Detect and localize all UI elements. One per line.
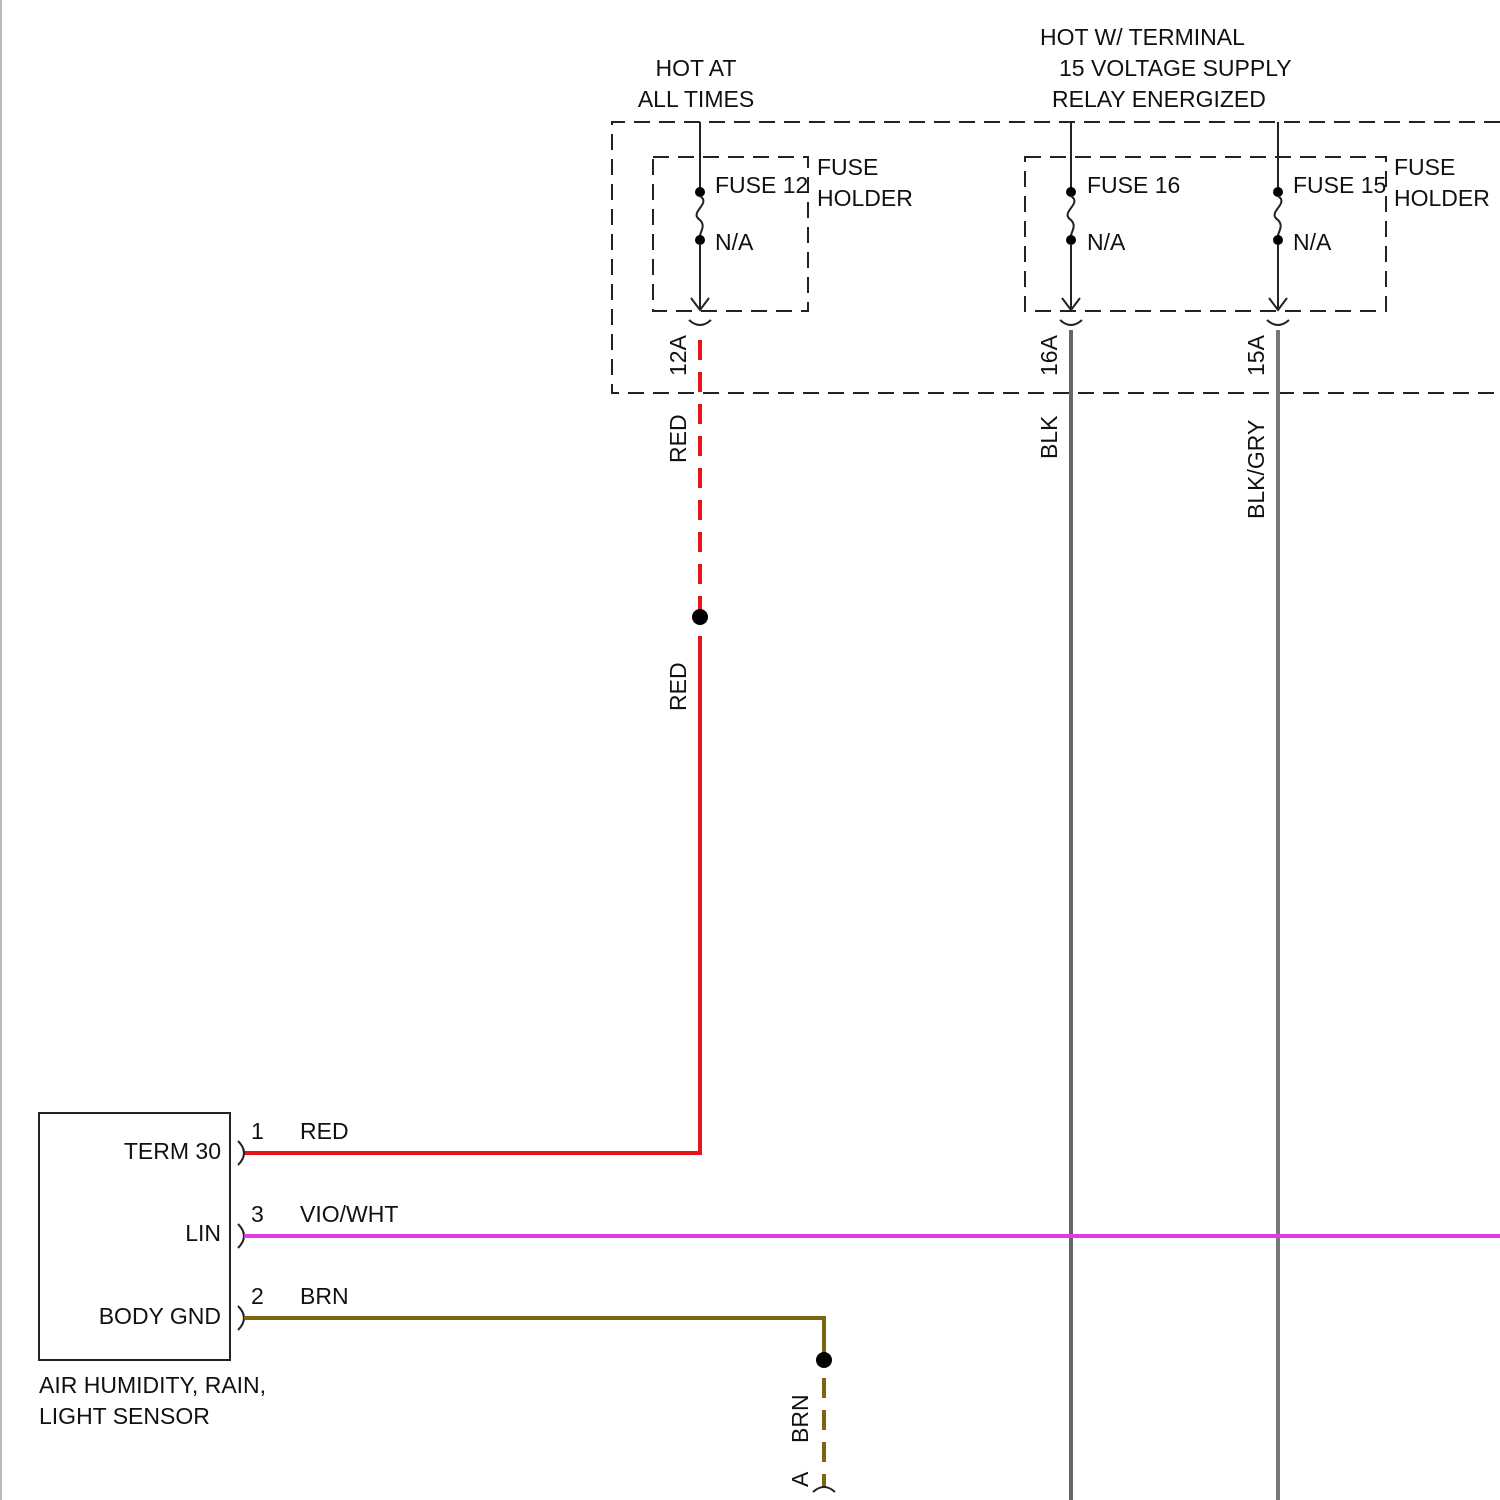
fuse-name: FUSE 15: [1293, 172, 1386, 198]
splice-dot: [816, 1352, 832, 1368]
wire-color-label: RED: [665, 414, 691, 463]
pin-connector: [238, 1141, 244, 1165]
splice-dot: [692, 609, 708, 625]
source-label-line: 15 VOLTAGE SUPPLY: [1059, 55, 1292, 81]
fuse-holder-label: FUSE: [1394, 154, 1455, 180]
wire-label: RED: [300, 1118, 349, 1144]
source-label-line: RELAY ENERGIZED: [1052, 86, 1266, 112]
brn-ground-wire: BRN A: [244, 1318, 835, 1492]
wire-color-label: BLK: [1036, 415, 1062, 459]
pin-number: 3: [251, 1201, 264, 1227]
pin-connector: [238, 1224, 244, 1248]
fuse-15: FUSE 15 N/A 15A: [1243, 122, 1386, 376]
fuse-12: FUSE 12 N/A 12A: [665, 122, 808, 376]
source-label-line: HOT AT: [656, 55, 737, 81]
wire-color-label: RED: [665, 662, 691, 711]
fuse-terminal: 12A: [665, 334, 691, 376]
fuse-holder-label: HOLDER: [1394, 185, 1490, 211]
connector-label: A: [787, 1471, 813, 1487]
source-hot-at-all-times: HOT AT ALL TIMES: [638, 55, 754, 112]
wire-color-label: BLK/GRY: [1243, 420, 1269, 519]
pin-function-label: TERM 30: [124, 1138, 221, 1164]
component-name: LIGHT SENSOR: [39, 1403, 210, 1429]
source-label-line: ALL TIMES: [638, 86, 754, 112]
pin-function-label: LIN: [185, 1220, 221, 1246]
wire-label: BRN: [300, 1283, 349, 1309]
wire-color-label: BRN: [787, 1394, 813, 1443]
pin-connector: [238, 1306, 244, 1330]
source-hot-w-terminal-15: HOT W/ TERMINAL 15 VOLTAGE SUPPLY RELAY …: [1040, 24, 1292, 112]
blk-gry-wire: BLK/GRY: [1243, 330, 1278, 1500]
fuse-16: FUSE 16 N/A 16A: [1036, 122, 1180, 376]
fuse-name: FUSE 16: [1087, 172, 1180, 198]
air-humidity-rain-light-sensor: TERM 30 LIN BODY GND AIR HUMIDITY, RAIN,…: [39, 1113, 266, 1429]
wire-label: VIO/WHT: [300, 1201, 398, 1227]
blk-wire: BLK: [1036, 330, 1071, 1500]
fuse-terminal: 16A: [1036, 334, 1062, 376]
pin-number: 2: [251, 1283, 264, 1309]
pin-number: 1: [251, 1118, 264, 1144]
fuse-name: FUSE 12: [715, 172, 808, 198]
component-name: AIR HUMIDITY, RAIN,: [39, 1372, 266, 1398]
source-label-line: HOT W/ TERMINAL: [1040, 24, 1245, 50]
fuse-holder-label: HOLDER: [817, 185, 913, 211]
fuse-holder-label: FUSE: [817, 154, 878, 180]
fuse-rating: N/A: [1087, 229, 1126, 255]
pin-function-label: BODY GND: [99, 1303, 221, 1329]
fuse-rating: N/A: [715, 229, 754, 255]
fuse-rating: N/A: [1293, 229, 1332, 255]
fuse-terminal: 15A: [1243, 334, 1269, 376]
red-wire: RED RED: [244, 340, 708, 1153]
